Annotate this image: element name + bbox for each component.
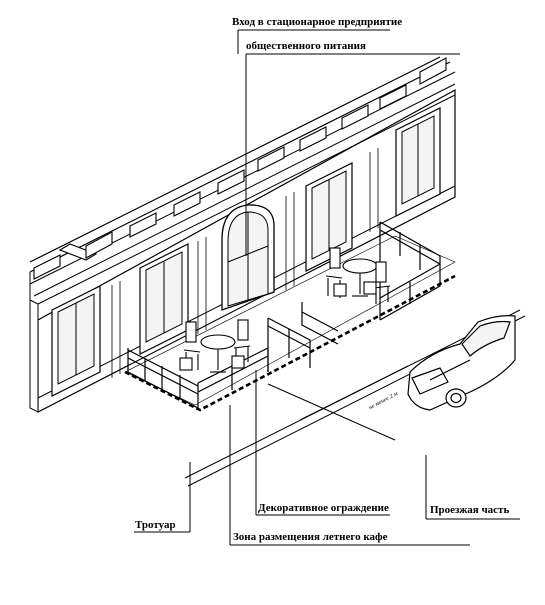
parapet-blocks xyxy=(33,57,447,280)
car xyxy=(407,315,516,411)
cafe-furniture-right xyxy=(325,247,391,304)
cafe-furniture-left xyxy=(179,319,251,373)
decorative-fence-label: Декоративное ограждение xyxy=(258,502,389,514)
sidewalk-label: Тротуар xyxy=(135,519,176,531)
roadway-label: Проезжая часть xyxy=(430,504,510,516)
entrance-label-line1: Вход в стационарное предприятие xyxy=(232,16,403,28)
entrance-label-line2: общественного питания xyxy=(246,40,366,52)
pilasters xyxy=(111,148,379,378)
entrance-door xyxy=(221,204,275,311)
decorative-fence xyxy=(127,221,441,409)
facade-windows xyxy=(51,107,441,397)
leader-lines xyxy=(134,29,520,546)
summer-cafe-zone-label: Зона размещения летнего кафе xyxy=(233,531,388,543)
